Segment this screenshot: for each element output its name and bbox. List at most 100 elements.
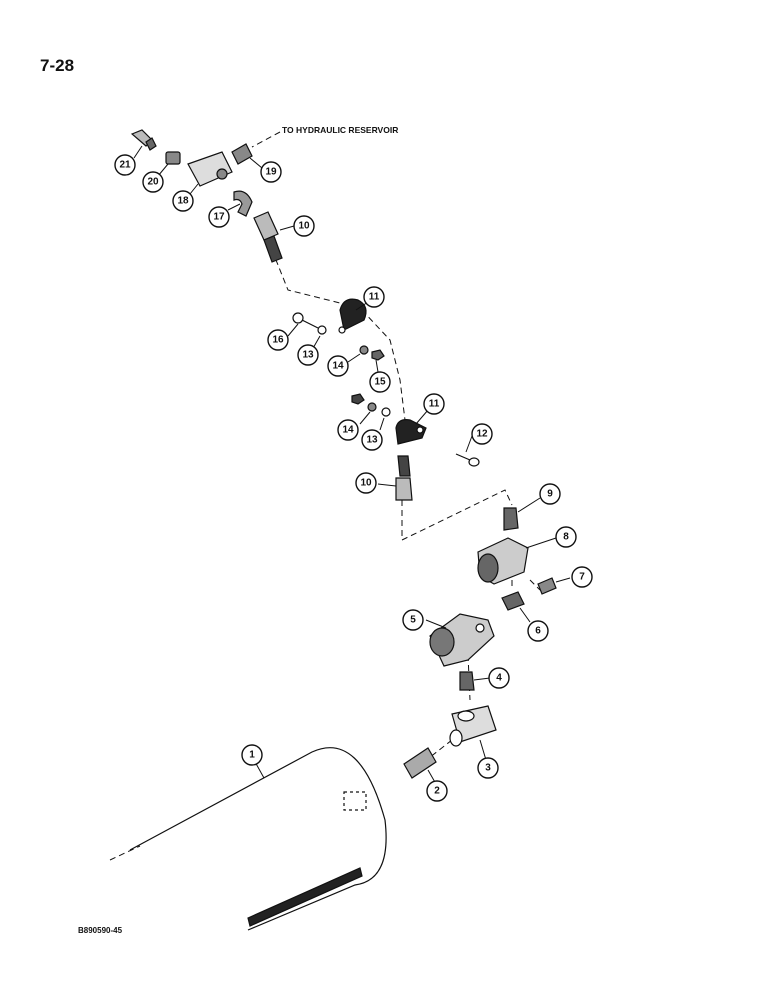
leader-14-lower — [359, 411, 371, 425]
fitting-4 — [459, 671, 475, 691]
callout-13-lower: 13 — [361, 429, 383, 451]
tank-1 — [109, 747, 387, 931]
leader-10-lower — [377, 483, 397, 487]
leader-8 — [525, 537, 557, 549]
leader-6 — [519, 607, 531, 623]
leader-12 — [465, 435, 473, 453]
leader-7 — [555, 577, 571, 583]
fitting-21 — [130, 129, 157, 151]
fitting-19 — [231, 143, 253, 165]
fitting-9 — [503, 507, 519, 531]
fitting-6 — [501, 591, 525, 611]
callout-6: 6 — [527, 620, 549, 642]
svg-text:11: 11 — [369, 292, 380, 303]
callout-5: 5 — [402, 609, 424, 631]
leader-13-lower — [379, 417, 385, 431]
callout-10-upper: 10 — [293, 215, 315, 237]
svg-text:7: 7 — [579, 572, 585, 583]
leader-9 — [517, 497, 541, 513]
leader-11-lower — [415, 409, 429, 425]
svg-text:4: 4 — [496, 673, 502, 684]
callout-1: 1 — [241, 744, 263, 766]
hose-end-10-lower — [395, 455, 413, 501]
callout-14-upper: 14 — [327, 355, 349, 377]
svg-text:13: 13 — [302, 350, 314, 361]
clamp-11-lower — [395, 419, 427, 445]
svg-text:12: 12 — [476, 429, 488, 440]
leader-10-upper — [279, 225, 295, 231]
svg-text:18: 18 — [177, 196, 189, 207]
leader-16 — [287, 323, 299, 337]
washer-13-upper — [317, 325, 327, 335]
callout-11-lower: 11 — [423, 393, 445, 415]
leader-17 — [227, 203, 241, 211]
svg-text:17: 17 — [213, 212, 225, 223]
callout-12: 12 — [471, 423, 493, 445]
svg-text:21: 21 — [119, 160, 131, 171]
svg-text:14: 14 — [332, 361, 344, 372]
callout-13-upper: 13 — [297, 344, 319, 366]
svg-text:11: 11 — [429, 399, 440, 410]
leader-4 — [473, 677, 491, 681]
figure-code: B890590-45 — [78, 926, 123, 935]
svg-text:3: 3 — [485, 763, 491, 774]
reservoir-label: TO HYDRAULIC RESERVOIR — [282, 125, 398, 135]
leader-15 — [375, 359, 379, 373]
callout-9: 9 — [539, 483, 561, 505]
elbow-17 — [233, 190, 253, 217]
leader-3 — [479, 739, 487, 761]
nut-15-upper — [371, 349, 385, 361]
callout-7: 7 — [571, 566, 593, 588]
reservoir-line — [251, 131, 281, 148]
bolt-16 — [292, 312, 319, 329]
svg-text:13: 13 — [366, 435, 378, 446]
clamp-11-upper — [338, 298, 367, 334]
valve-5 — [429, 613, 495, 667]
leader-5 — [425, 619, 447, 629]
callout-17: 17 — [208, 206, 230, 228]
callout-4: 4 — [488, 667, 510, 689]
svg-text:1: 1 — [249, 750, 255, 761]
tee-18 — [187, 151, 233, 187]
washer-13-lower — [381, 407, 391, 417]
lockwasher-14-lower — [367, 402, 377, 412]
svg-text:5: 5 — [410, 615, 416, 626]
hose-route-upper — [271, 249, 406, 421]
svg-text:8: 8 — [563, 532, 569, 543]
svg-text:20: 20 — [147, 177, 159, 188]
page-number: 7-28 — [40, 56, 75, 75]
callout-21: 21 — [114, 154, 136, 176]
nut-15-lower — [351, 393, 365, 405]
callout-18: 18 — [172, 190, 194, 212]
valve-8 — [477, 537, 529, 585]
svg-text:16: 16 — [272, 335, 284, 346]
svg-text:10: 10 — [298, 221, 310, 232]
callout-20: 20 — [142, 171, 164, 193]
plug-7 — [537, 577, 557, 595]
tee-3 — [449, 705, 497, 747]
fitting-20 — [165, 151, 181, 165]
leader-14-upper — [347, 353, 361, 363]
svg-text:9: 9 — [547, 489, 553, 500]
callout-14-lower: 14 — [337, 419, 359, 441]
leader-21 — [133, 145, 143, 159]
svg-text:14: 14 — [342, 425, 354, 436]
callout-8: 8 — [555, 526, 577, 548]
callout-10-lower: 10 — [355, 472, 377, 494]
hose-end-10-upper — [253, 211, 283, 263]
svg-text:6: 6 — [535, 626, 541, 637]
callout-11-upper: 11 — [363, 286, 385, 308]
lockwasher-14-upper — [359, 345, 369, 355]
callout-15: 15 — [369, 371, 391, 393]
svg-text:19: 19 — [265, 167, 277, 178]
leader-18 — [189, 183, 199, 195]
hose-route-fitting7 — [529, 579, 541, 591]
svg-text:10: 10 — [360, 478, 372, 489]
bolt-12 — [455, 453, 480, 467]
callout-2: 2 — [426, 780, 448, 802]
callout-19: 19 — [260, 161, 282, 183]
svg-text:2: 2 — [434, 786, 440, 797]
fitting-2 — [403, 747, 437, 779]
svg-text:15: 15 — [374, 377, 386, 388]
